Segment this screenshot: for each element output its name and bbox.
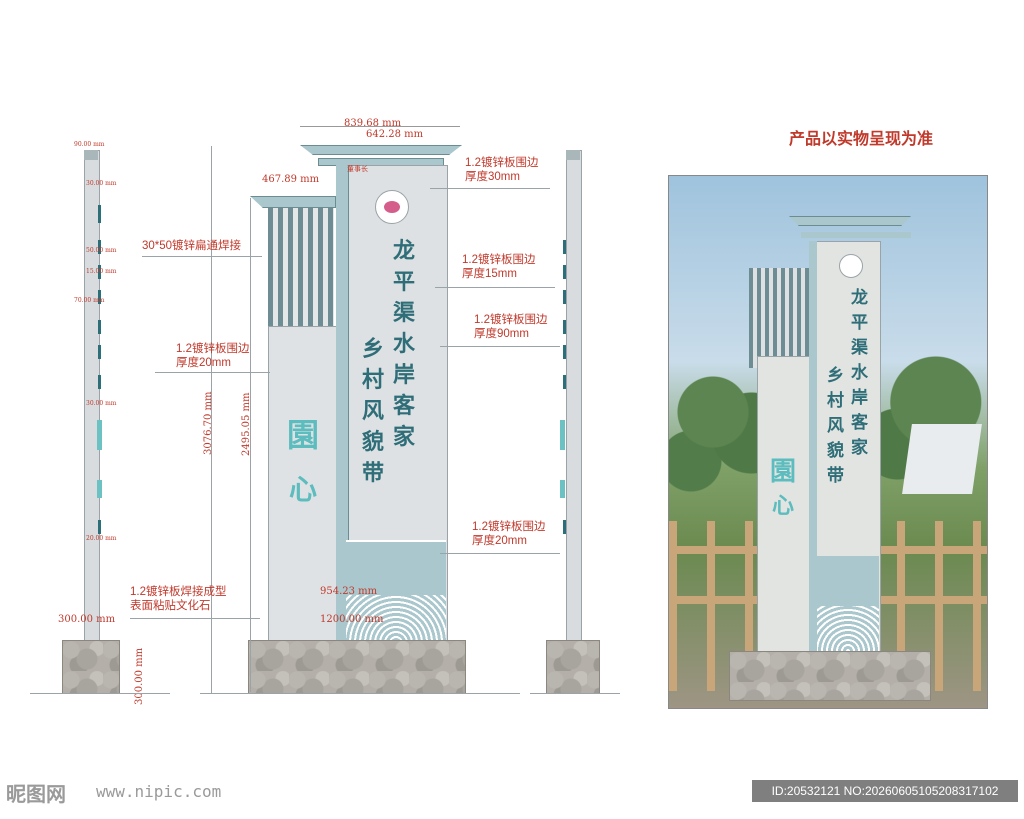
logo-circle [375, 190, 409, 224]
left-panel [268, 326, 340, 648]
render-char: 平 [851, 313, 868, 333]
title-char: 平 [393, 270, 416, 295]
badge-yuan: 園 [278, 418, 328, 452]
render-char: 风 [827, 416, 844, 436]
caption: 产品以实物呈现为准 [789, 131, 934, 148]
dim-side-f: 20.00 mm [86, 535, 117, 542]
dim-top-inner: 642.28 mm [366, 129, 424, 140]
dim-base-width: 1200.00 mm [320, 614, 384, 625]
badge-char-2: 心 [288, 473, 317, 506]
annotation-6: 1.2镀锌板围边厚度20mm [472, 521, 546, 547]
annotation-4: 1.2镀锌板围边厚度90mm [474, 314, 548, 340]
render-badge-char-2: 心 [771, 493, 794, 519]
dim-side-a: 30.00 mm [86, 180, 117, 187]
dim-side-d: 70.00 mm [74, 297, 105, 304]
title-char: 客 [393, 394, 416, 419]
watermark-logo: 昵图网 [6, 782, 66, 806]
render-char: 家 [851, 438, 868, 458]
front-base-stone [248, 640, 466, 694]
render-title-col-2: 乡 村 风 貌 带 [827, 366, 844, 486]
title-char: 风 [362, 399, 385, 424]
render-badge-char-1: 園 [769, 457, 796, 487]
roof-beam [300, 145, 462, 155]
title-char: 家 [393, 425, 416, 450]
slat-frame [268, 206, 334, 336]
title-char: 岸 [393, 363, 416, 388]
annotation-5: 1.2镀锌板围边厚度20mm [176, 343, 250, 369]
watermark-id: ID:20532121 NO:20260605105208317102 [752, 780, 1018, 802]
side-base-stone [62, 640, 120, 694]
right-base-stone [546, 640, 600, 694]
title-column-2: 乡 村 风 貌 带 [362, 338, 384, 486]
badge-xin: 心 [278, 468, 328, 508]
dim-total-height: 3076.70 mm [203, 391, 214, 456]
render-char: 乡 [827, 366, 844, 386]
title-column-1: 龙 平 渠 水 岸 客 家 [393, 240, 415, 450]
annotation-3: 1.2镀锌板围边厚度15mm [462, 254, 536, 280]
badge-char-1: 園 [286, 416, 319, 454]
render-photo: 園 心 龙 平 渠 水 岸 客 家 乡 村 风 貌 带 [668, 175, 988, 709]
annotation-2: 30*50镀锌扁通焊接 [142, 240, 242, 252]
dim-top-width: 839.68 mm [344, 118, 402, 129]
render-char: 带 [827, 466, 844, 486]
render-badge: 園 心 [761, 451, 805, 520]
annotation-1: 1.2镀锌板围边厚度30mm [465, 157, 539, 183]
dim-side-e: 30.00 mm [86, 400, 117, 407]
title-char: 村 [362, 368, 385, 393]
render-char: 龙 [851, 288, 868, 308]
title-char: 带 [362, 461, 385, 486]
title-char: 水 [393, 332, 416, 357]
small-label: 董事长 [347, 165, 368, 173]
dim-base-height-left: 300.00 mm [58, 614, 116, 625]
title-char: 乡 [362, 337, 385, 362]
dim-base-inner: 954.23 mm [320, 586, 378, 597]
render-char: 渠 [851, 338, 868, 358]
wave-pattern [346, 595, 446, 643]
render-char: 岸 [851, 388, 868, 408]
dim-side-b: 50.00 mm [86, 247, 117, 254]
title-char: 龙 [393, 239, 416, 264]
title-char: 渠 [393, 301, 416, 326]
dim-side-top: 90.00 mm [74, 141, 105, 148]
annotation-7: 1.2镀锌板焊接成型表面粘贴文化石 [130, 586, 227, 612]
render-char: 貌 [827, 441, 844, 461]
dim-side-c: 15.00 mm [86, 268, 117, 275]
dim-left-wing: 467.89 mm [262, 174, 320, 185]
render-title-col-1: 龙 平 渠 水 岸 客 家 [851, 288, 868, 458]
render-char: 村 [827, 391, 844, 411]
title-char: 貌 [362, 430, 385, 455]
watermark-url: www.nipic.com [96, 782, 222, 801]
dim-base-height-side: 300.00 mm [134, 647, 145, 705]
render-base-stone [729, 651, 931, 701]
render-char: 水 [851, 363, 868, 383]
render-char: 客 [851, 413, 868, 433]
